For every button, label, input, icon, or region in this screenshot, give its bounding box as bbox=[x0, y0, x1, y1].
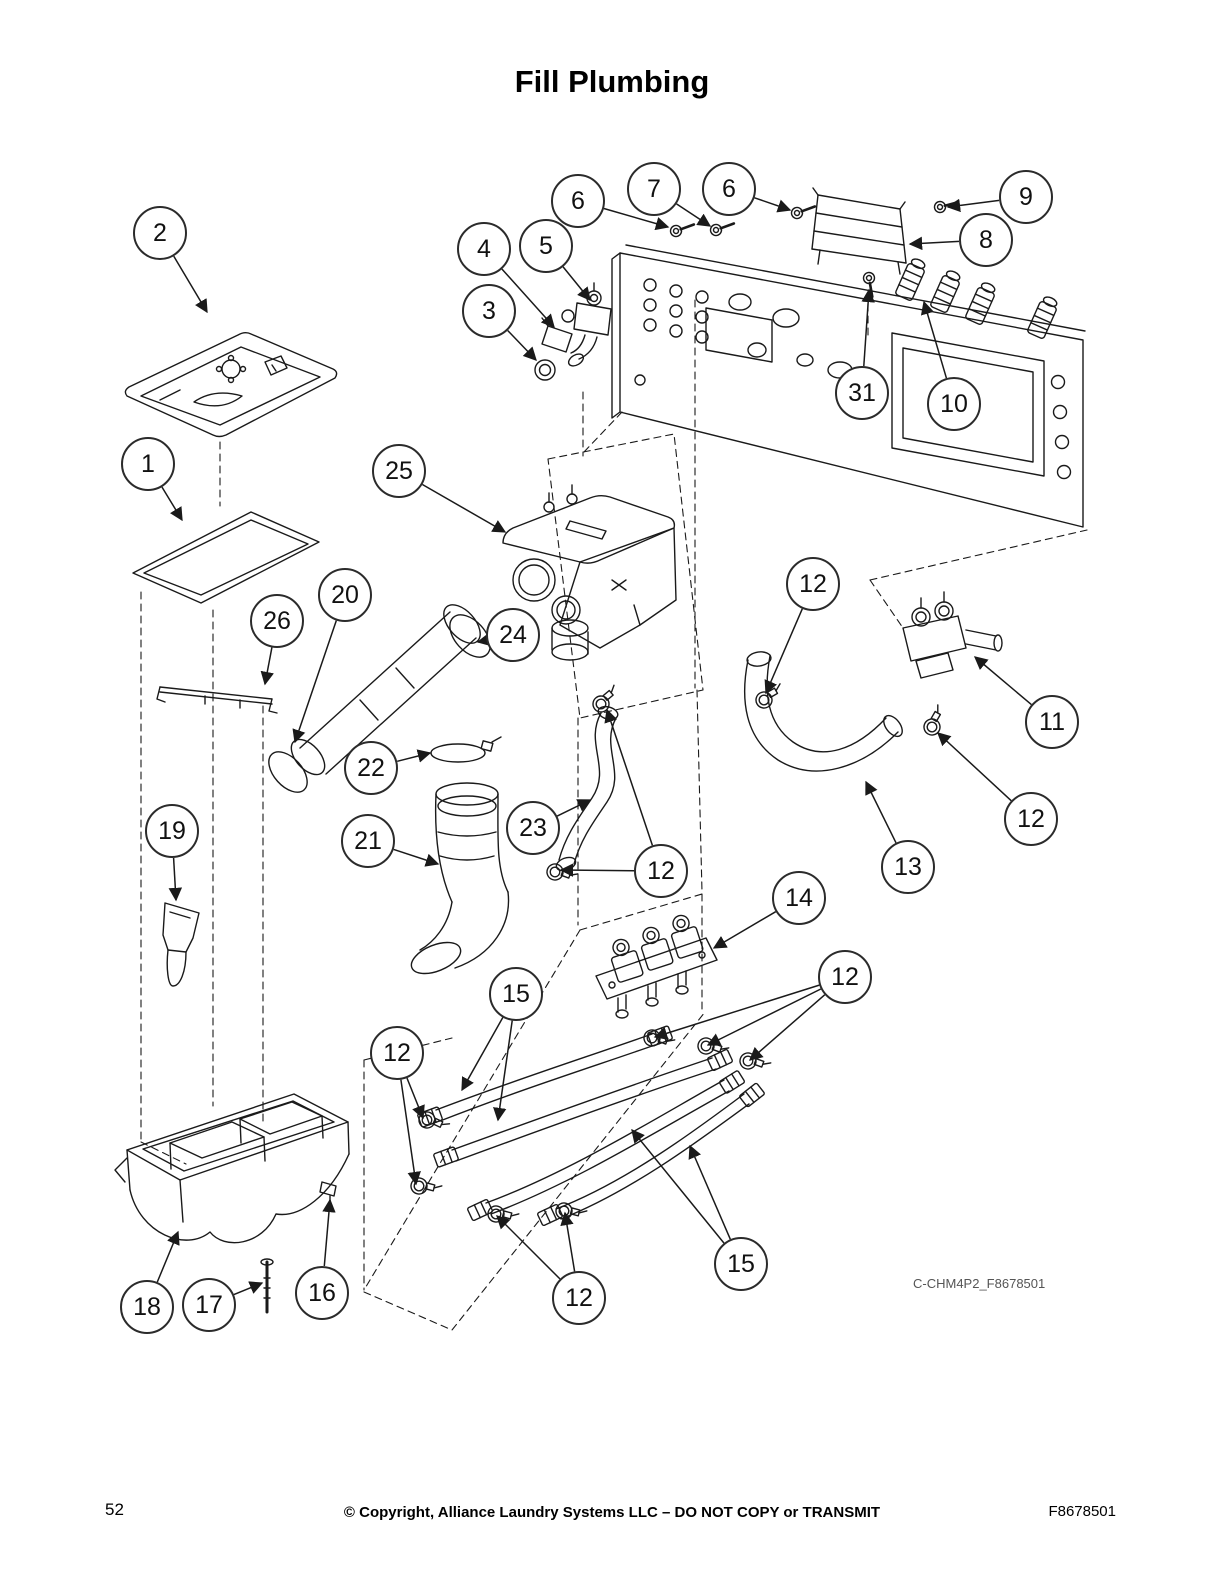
callout-3: 3 bbox=[462, 284, 516, 338]
callout-23: 23 bbox=[506, 801, 560, 855]
callout-12: 12 bbox=[370, 1026, 424, 1080]
inlet-valve-top bbox=[534, 282, 612, 381]
water-valve-single bbox=[902, 591, 1003, 679]
callout-9: 9 bbox=[999, 170, 1053, 224]
callout-19: 19 bbox=[145, 804, 199, 858]
valve-hose bbox=[743, 651, 903, 772]
callout-14: 14 bbox=[772, 871, 826, 925]
rail-bracket bbox=[156, 686, 278, 714]
callout-18: 18 bbox=[120, 1280, 174, 1334]
callout-10: 10 bbox=[927, 377, 981, 431]
page-title: Fill Plumbing bbox=[514, 64, 710, 99]
callout-26: 26 bbox=[250, 594, 304, 648]
dispenser-assembly bbox=[502, 484, 677, 661]
callout-16: 16 bbox=[295, 1266, 349, 1320]
dispenser-lid bbox=[124, 332, 338, 438]
dispenser-tub bbox=[114, 1093, 350, 1314]
callout-7: 7 bbox=[627, 162, 681, 216]
callout-8: 8 bbox=[959, 213, 1013, 267]
hose-fittings bbox=[894, 255, 1061, 340]
fill-hoses bbox=[416, 1024, 766, 1227]
callout-21: 21 bbox=[341, 814, 395, 868]
callout-12: 12 bbox=[818, 950, 872, 1004]
callout-12: 12 bbox=[786, 557, 840, 611]
callout-22: 22 bbox=[344, 741, 398, 795]
diagram-code: C-CHM4P2_F8678501 bbox=[913, 1276, 1046, 1291]
callout-11: 11 bbox=[1025, 695, 1079, 749]
page-number: 52 bbox=[105, 1500, 124, 1519]
mounting-screws bbox=[667, 195, 962, 299]
mixing-hose bbox=[555, 705, 619, 872]
copyright-text: © Copyright, Alliance Laundry Systems LL… bbox=[343, 1504, 881, 1521]
callout-12: 12 bbox=[634, 844, 688, 898]
callout-5: 5 bbox=[519, 219, 573, 273]
hose-clamp-22 bbox=[430, 736, 502, 763]
callout-4: 4 bbox=[457, 222, 511, 276]
callout-20: 20 bbox=[318, 568, 372, 622]
callout-15: 15 bbox=[714, 1237, 768, 1291]
callout-12: 12 bbox=[1004, 792, 1058, 846]
callout-13: 13 bbox=[881, 840, 935, 894]
callout-31: 31 bbox=[835, 366, 889, 420]
callout-17: 17 bbox=[182, 1278, 236, 1332]
elbow-hose bbox=[410, 782, 510, 975]
doc-number: F8678501 bbox=[1048, 1503, 1116, 1520]
callout-6: 6 bbox=[551, 174, 605, 228]
dispenser-frame bbox=[132, 511, 320, 604]
callout-1: 1 bbox=[121, 437, 175, 491]
callout-15: 15 bbox=[489, 967, 543, 1021]
callout-12: 12 bbox=[552, 1271, 606, 1325]
callout-24: 24 bbox=[486, 608, 540, 662]
valve-assembly bbox=[595, 911, 718, 1019]
alignment-dashed-lines bbox=[140, 291, 1088, 1331]
hose-clamps bbox=[408, 681, 951, 1229]
callout-25: 25 bbox=[372, 444, 426, 498]
callout-2: 2 bbox=[133, 206, 187, 260]
drying-rack bbox=[811, 187, 907, 275]
siphon-part bbox=[162, 902, 200, 987]
callout-6: 6 bbox=[702, 162, 756, 216]
